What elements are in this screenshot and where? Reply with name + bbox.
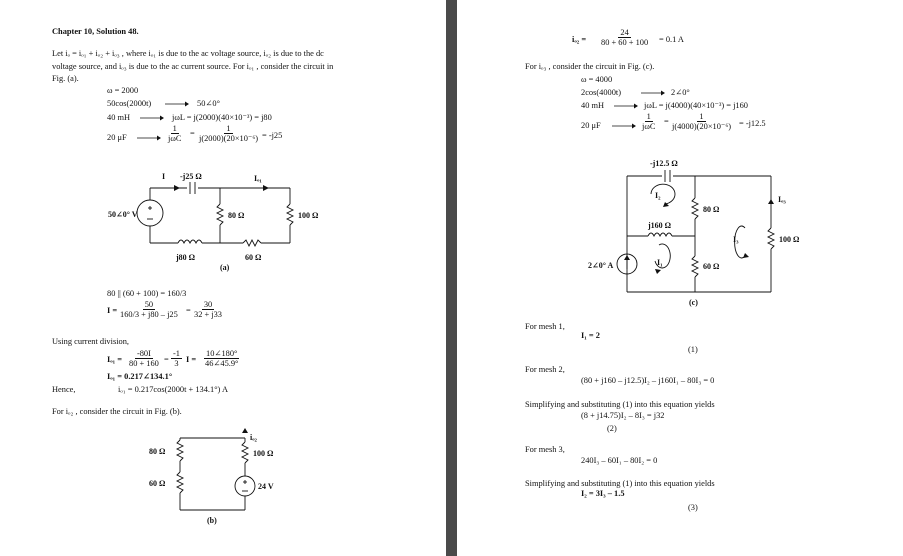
cap-result-2: = -j12.5	[739, 119, 766, 128]
io1-time-domain: iₒ₁ = 0.217cos(2000t + 134.1°) A	[118, 385, 229, 394]
mesh2-eq: (80 + j160 – j12.5)I₂ – j160I₁ – 80I₃ = …	[581, 376, 715, 385]
mesh1-eq: I₁ = 2	[581, 331, 600, 340]
inductor-value: 40 mH	[107, 113, 131, 122]
label-io2: iₒ₂	[250, 433, 258, 442]
label-inductor: j160 Ω	[647, 221, 672, 230]
figure-c-circuit: -j12.5 Ω I₂ j160 Ω 80 Ω Iₒ₃ I₃ 100 Ω 2∠0…	[588, 159, 800, 307]
label-inductor: j80 Ω	[175, 253, 196, 262]
label-r80: 80 Ω	[149, 447, 166, 456]
heading: Chapter 10, Solution 48.	[52, 27, 139, 36]
io1-fraction-3: 10∠180°46∠45.9°	[204, 349, 240, 368]
mesh3-eq: 240I₃ – 60I₁ – 80I₂ = 0	[581, 456, 658, 465]
io3-intro: For iₒ₃ , consider the circuit in Fig. (…	[525, 62, 655, 71]
capacitor-value-2: 20 μF	[581, 121, 601, 130]
caption-b: (b)	[207, 516, 217, 525]
label-cap: -j25 Ω	[180, 172, 202, 181]
arrow-icon	[641, 90, 665, 96]
label-i1: I₁	[657, 258, 663, 267]
omega-line-2: ω = 4000	[581, 75, 613, 84]
io2-intro: For iₒ₂ , consider the circuit in Fig. (…	[52, 407, 182, 416]
label-r60: 60 Ω	[703, 262, 720, 271]
label-r100: 100 Ω	[298, 211, 319, 220]
eq-tag-1: (1)	[688, 345, 698, 354]
label-r100: 100 Ω	[253, 449, 274, 458]
eq-tag-3: (3)	[688, 503, 698, 512]
source-expr-2: 2cos(4000t)	[581, 88, 622, 97]
label-i2: I₂	[655, 191, 661, 200]
label-r60: 60 Ω	[245, 253, 262, 262]
arrow-icon	[137, 135, 161, 141]
label-r60: 60 Ω	[149, 479, 166, 488]
left-page: Chapter 10, Solution 48. Let iₒ = iₒ₁ + …	[0, 0, 446, 556]
label-r100: 100 Ω	[779, 235, 800, 244]
omega-line: ω = 2000	[107, 86, 139, 95]
io2-result: = 0.1 A	[659, 35, 684, 44]
label-r80: 80 Ω	[228, 211, 245, 220]
simplify-2: Simplifying and substituting (1) into th…	[525, 479, 715, 488]
i-lhs: I =	[107, 306, 118, 315]
page-divider	[446, 0, 457, 556]
cap-result: = -j25	[262, 131, 283, 140]
label-r80: 80 Ω	[703, 205, 720, 214]
arrow-icon	[612, 123, 636, 129]
source-expr: 50cos(2000t)	[107, 99, 152, 108]
label-i3: I₃	[733, 235, 739, 244]
inductor-value-2: 40 mH	[581, 101, 605, 110]
label-source: 50∠0° V	[108, 210, 138, 219]
current-division-text: Using current division,	[52, 337, 129, 346]
simplify-1-eq: (8 + j14.75)I₂ – 8I₃ = j32	[581, 411, 665, 420]
caption-c: (c)	[689, 298, 698, 307]
inductor-eq-2: jωL = j(4000)(40×10⁻³) = j160	[644, 101, 748, 110]
label-cap: -j12.5 Ω	[650, 159, 678, 168]
intro-line-1: Let iₒ = iₒ₁ + iₒ₂ + iₒ₃ , where iₒ₁ is …	[52, 49, 324, 58]
figure-b-circuit: 80 Ω 60 Ω iₒ₂ 100 Ω 24 V (b)	[149, 428, 274, 525]
parallel-eq: 80 || (60 + 100) = 160/3	[107, 289, 187, 298]
inductor-eq: jωL = j(2000)(40×10⁻³) = j80	[172, 113, 272, 122]
intro-line-3: Fig. (a).	[52, 74, 79, 83]
label-24v: 24 V	[258, 482, 274, 491]
simplify-1: Simplifying and substituting (1) into th…	[525, 400, 715, 409]
label-io3: Iₒ₃	[778, 195, 786, 204]
mesh2-label: For mesh 2,	[525, 365, 565, 374]
caption-a: (a)	[220, 263, 230, 272]
label-i: I	[162, 172, 165, 181]
capacitor-value: 20 μF	[107, 133, 127, 142]
io1-lhs: Iₒ₁ =	[107, 355, 123, 364]
hence: Hence,	[52, 385, 76, 394]
mesh1-label: For mesh 1,	[525, 322, 565, 331]
arrow-icon	[614, 103, 638, 109]
label-io1: Iₒ₁	[254, 174, 262, 183]
figure-a-circuit: I -j25 Ω Iₒ₁ 50∠0° V 80 Ω 100 Ω j80 Ω 60…	[108, 172, 319, 272]
arrow-icon	[165, 101, 189, 107]
arrow-icon	[140, 115, 164, 121]
mesh3-label: For mesh 3,	[525, 445, 565, 454]
io2-lhs: iₒ₂ =	[572, 35, 587, 44]
simplify-2-eq: I₂ = 3I₃ – 1.5	[581, 489, 625, 498]
io1-result: Iₒ₁ = 0.217∠134.1°	[107, 372, 173, 381]
eq-tag-2: (2)	[607, 424, 617, 433]
source-phasor: 50∠0°	[197, 99, 220, 108]
source-phasor-2: 2∠0°	[671, 88, 690, 97]
intro-line-2: voltage source, and iₒ₃ is due to the ac…	[52, 62, 334, 71]
label-current-source: 2∠0° A	[588, 261, 613, 270]
